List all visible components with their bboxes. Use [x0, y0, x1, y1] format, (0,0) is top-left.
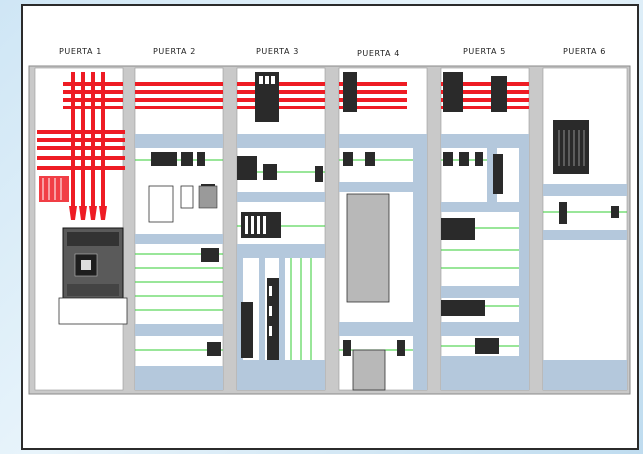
drawing-frame: PUERTA 1 PUERTA 2 PUERTA 3 PUERTA 4 PUER…: [21, 4, 639, 450]
door-4: [338, 67, 428, 391]
door-4-transformer: [352, 349, 386, 391]
door-6-ducts: [543, 184, 627, 390]
door-1-main-breaker: [58, 227, 128, 325]
door-4-busbars: [339, 82, 407, 109]
door-3-busbars: [237, 82, 325, 109]
door-1-busbars: [37, 72, 125, 220]
door-1-terminal-block: [39, 176, 69, 202]
door-3-ducts: [237, 134, 325, 390]
switchboard-elevation-drawing: PUERTA 1 PUERTA 2 PUERTA 3 PUERTA 4 PUER…: [28, 47, 631, 395]
door-5-ducts: [441, 134, 529, 390]
door-2-ducts: [135, 134, 223, 390]
door-1: [34, 67, 128, 391]
door-3-device-details: [245, 76, 275, 336]
door-5-devices: [441, 72, 507, 354]
cabinet-background: [28, 65, 631, 395]
door-2: [134, 67, 224, 391]
door-1-label: PUERTA 1: [59, 47, 102, 56]
door-4-label: PUERTA 4: [357, 49, 400, 58]
door-3-label: PUERTA 3: [256, 47, 299, 56]
door-2-label: PUERTA 2: [153, 47, 196, 56]
door-6-label: PUERTA 6: [563, 47, 606, 56]
door-4-devices: [343, 72, 405, 356]
door-6-plc-slots: [558, 130, 585, 166]
door-4-enclosure: [346, 193, 390, 303]
door-5-label: PUERTA 5: [463, 47, 506, 56]
door-6: [542, 67, 628, 391]
door-3: [236, 67, 326, 391]
door-2-busbars: [135, 82, 223, 109]
door-4-ducts: [339, 134, 427, 390]
door-5: [440, 67, 530, 391]
door-2-din-rails: [135, 159, 223, 351]
door-5-busbars: [441, 82, 529, 109]
